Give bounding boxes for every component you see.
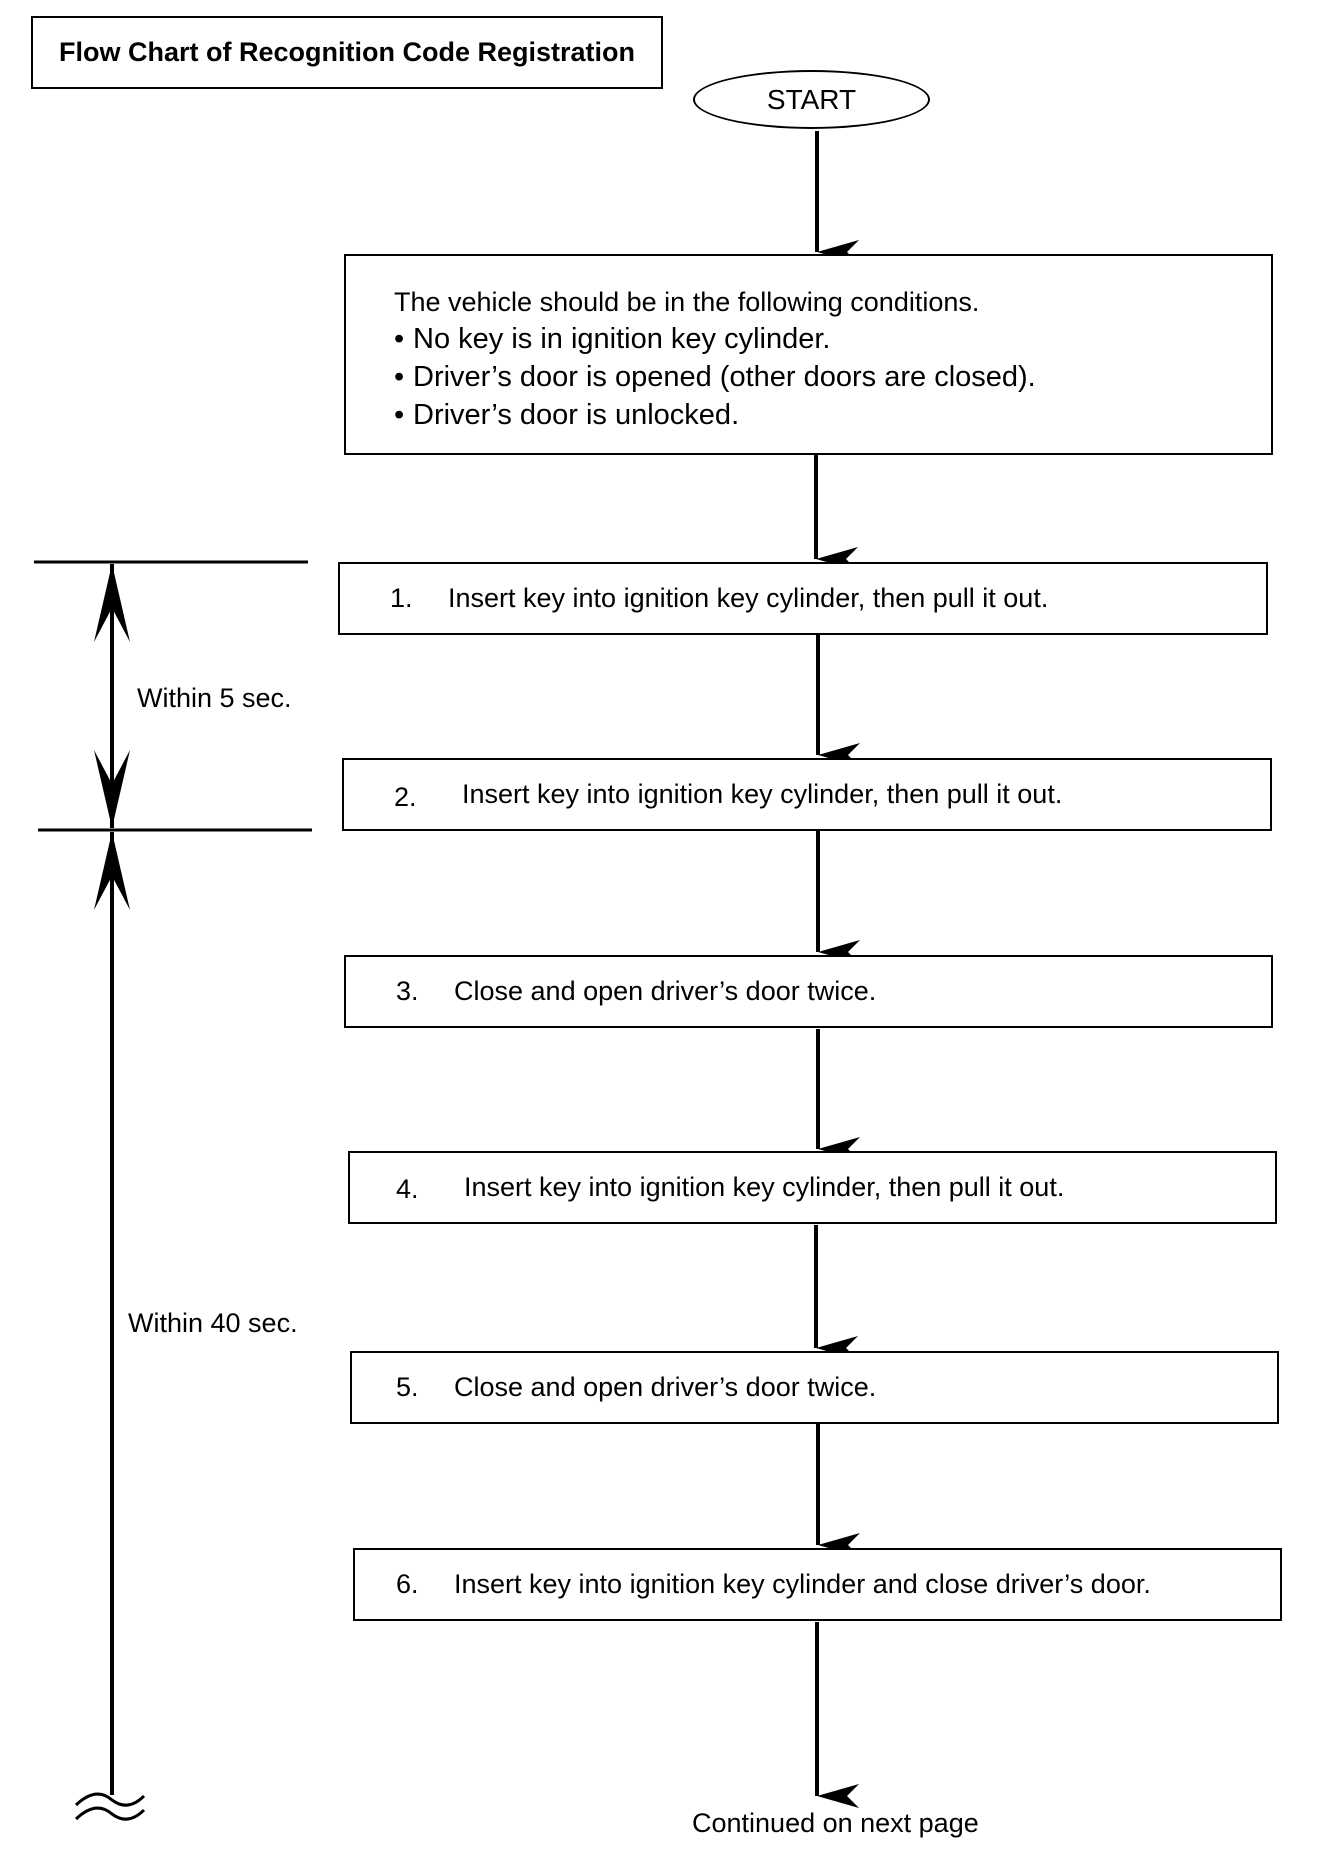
within-5-sec-up-arrowhead <box>94 564 130 642</box>
step-number: 3. <box>396 976 419 1006</box>
condition-item: •No key is in ignition key cylinder. <box>394 323 831 355</box>
break-mark <box>74 1792 146 1821</box>
step-number: 4. <box>396 1174 419 1204</box>
step-text: Close and open driver’s door twice. <box>454 1372 877 1402</box>
step-number: 1. <box>390 583 413 613</box>
continued-on-next-page: Continued on next page <box>692 1808 979 1838</box>
flowchart-title-box: Flow Chart of Recognition Code Registrat… <box>31 16 663 89</box>
step-text: Insert key into ignition key cylinder, t… <box>448 583 1049 613</box>
within-5-sec-down-arrowhead <box>94 750 130 828</box>
step-2-box: 2. Insert key into ignition key cylinder… <box>342 758 1272 831</box>
step-1-box: 1. Insert key into ignition key cylinder… <box>338 562 1268 635</box>
step-number: 2. <box>394 782 417 812</box>
within-5-sec-label: Within 5 sec. <box>137 683 292 713</box>
step-number: 6. <box>396 1569 419 1599</box>
step-4-box: 4. Insert key into ignition key cylinder… <box>348 1151 1277 1224</box>
condition-text: Driver’s door is unlocked. <box>413 399 740 431</box>
within-40-sec-label: Within 40 sec. <box>128 1308 298 1338</box>
condition-item: •Driver’s door is opened (other doors ar… <box>394 361 1036 393</box>
start-terminal: START <box>693 70 930 129</box>
step-text: Insert key into ignition key cylinder, t… <box>464 1172 1065 1202</box>
step-number: 5. <box>396 1372 419 1402</box>
within-40-sec-up-arrowhead <box>94 832 130 910</box>
condition-text: Driver’s door is opened (other doors are… <box>413 361 1036 393</box>
condition-item: •Driver’s door is unlocked. <box>394 399 740 431</box>
start-label: START <box>766 83 857 115</box>
step-text: Insert key into ignition key cylinder an… <box>454 1569 1151 1599</box>
conditions-intro: The vehicle should be in the following c… <box>394 287 980 317</box>
flowchart-title: Flow Chart of Recognition Code Registrat… <box>59 37 635 67</box>
step-text: Insert key into ignition key cylinder, t… <box>462 779 1063 809</box>
step-6-box: 6. Insert key into ignition key cylinder… <box>353 1548 1282 1621</box>
condition-text: No key is in ignition key cylinder. <box>413 323 831 355</box>
step-3-box: 3. Close and open driver’s door twice. <box>344 955 1273 1028</box>
step-text: Close and open driver’s door twice. <box>454 976 877 1006</box>
conditions-box: The vehicle should be in the following c… <box>344 254 1273 455</box>
step-5-box: 5. Close and open driver’s door twice. <box>350 1351 1279 1424</box>
